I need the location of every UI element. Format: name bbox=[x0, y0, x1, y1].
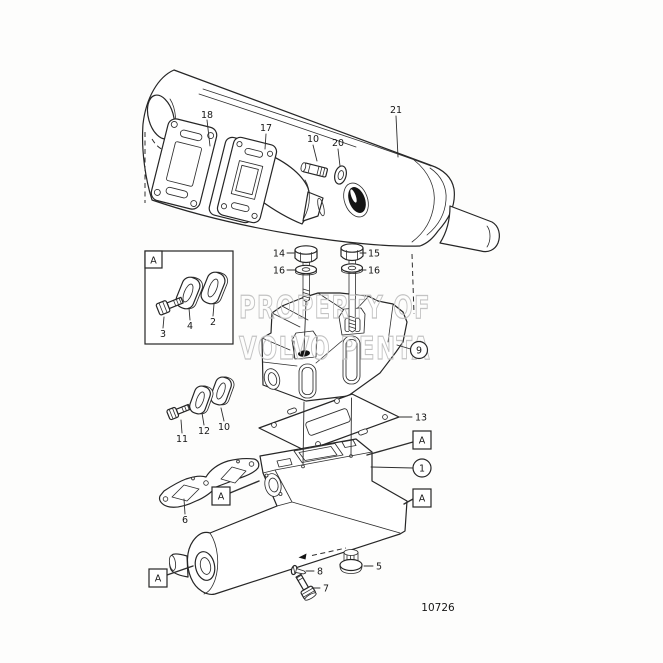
bolt-14 bbox=[294, 245, 318, 352]
watermark-line2: VOLVO PENTA bbox=[239, 331, 431, 367]
watermark: PROPERTY OF VOLVO PENTA bbox=[238, 289, 431, 367]
callout-labels: 18 17 10 20 21 14 16 15 16 3 4 2 11 12 1… bbox=[148, 105, 432, 595]
bolt-3 bbox=[155, 296, 184, 316]
callout-20: 20 bbox=[332, 138, 344, 149]
svg-text:A: A bbox=[155, 574, 162, 585]
install-arrow bbox=[298, 553, 307, 560]
callout-14: 14 bbox=[273, 249, 285, 260]
callout-16-left: 16 bbox=[273, 266, 285, 277]
callout-4: 4 bbox=[187, 321, 193, 332]
callout-2: 2 bbox=[210, 317, 216, 328]
gasket-18 bbox=[150, 118, 218, 210]
washer-20 bbox=[334, 165, 347, 185]
section-marker-bottom-left: A bbox=[148, 568, 168, 588]
callout-10-top: 10 bbox=[307, 134, 319, 145]
callout-16-right: 16 bbox=[368, 266, 380, 277]
plug-5 bbox=[298, 547, 363, 574]
svg-text:A: A bbox=[419, 436, 426, 447]
boss-hole bbox=[298, 350, 310, 357]
callout-5: 5 bbox=[376, 562, 382, 573]
inset-detail-box: A bbox=[144, 250, 234, 345]
section-marker-low-right: A bbox=[412, 488, 432, 508]
watermark-line1: PROPERTY OF bbox=[239, 290, 431, 326]
washer-10 bbox=[210, 376, 235, 406]
gasket-6 bbox=[158, 458, 260, 508]
svg-text:1: 1 bbox=[419, 464, 425, 475]
callout-17: 17 bbox=[260, 123, 272, 134]
section-marker-middle: A bbox=[211, 486, 231, 506]
washer-12 bbox=[189, 385, 214, 415]
alignment-line-left bbox=[302, 401, 305, 465]
cut-line-right bbox=[411, 253, 415, 315]
callout-6: 6 bbox=[182, 515, 188, 526]
callout-15: 15 bbox=[368, 249, 380, 260]
callout-12: 12 bbox=[198, 426, 210, 437]
svg-text:A: A bbox=[218, 492, 225, 503]
callout-lines bbox=[162, 115, 414, 589]
manifold-1 bbox=[168, 438, 408, 595]
screw-8 bbox=[290, 564, 307, 576]
callout-3: 3 bbox=[160, 329, 166, 340]
svg-text:9: 9 bbox=[416, 346, 422, 357]
gasket-13 bbox=[258, 393, 400, 452]
stud-10 bbox=[300, 162, 329, 178]
callout-9-circle: 9 bbox=[409, 340, 429, 360]
svg-text:A: A bbox=[419, 494, 426, 505]
bolt-7 bbox=[295, 573, 317, 601]
drawing-number: 10726 bbox=[421, 602, 455, 614]
callout-18: 18 bbox=[201, 110, 213, 121]
callout-8: 8 bbox=[317, 567, 323, 578]
section-marker-top-right: A bbox=[412, 430, 432, 450]
washer-16-right bbox=[340, 263, 364, 274]
washer-2 bbox=[200, 271, 229, 305]
bolt-11 bbox=[166, 403, 191, 421]
alignment-line-14 bbox=[303, 301, 307, 352]
callout-11: 11 bbox=[176, 434, 188, 445]
inset-section-label: A bbox=[150, 256, 157, 267]
callout-13: 13 bbox=[415, 413, 427, 424]
flange-17 bbox=[208, 136, 278, 224]
washer-16-left bbox=[294, 264, 318, 276]
callout-7: 7 bbox=[323, 584, 329, 595]
alignment-line-right bbox=[350, 397, 352, 455]
callout-1-circle: 1 bbox=[412, 458, 432, 478]
callout-21: 21 bbox=[390, 105, 402, 116]
install-dash-line bbox=[311, 547, 347, 556]
callout-10-lower: 10 bbox=[218, 422, 230, 433]
